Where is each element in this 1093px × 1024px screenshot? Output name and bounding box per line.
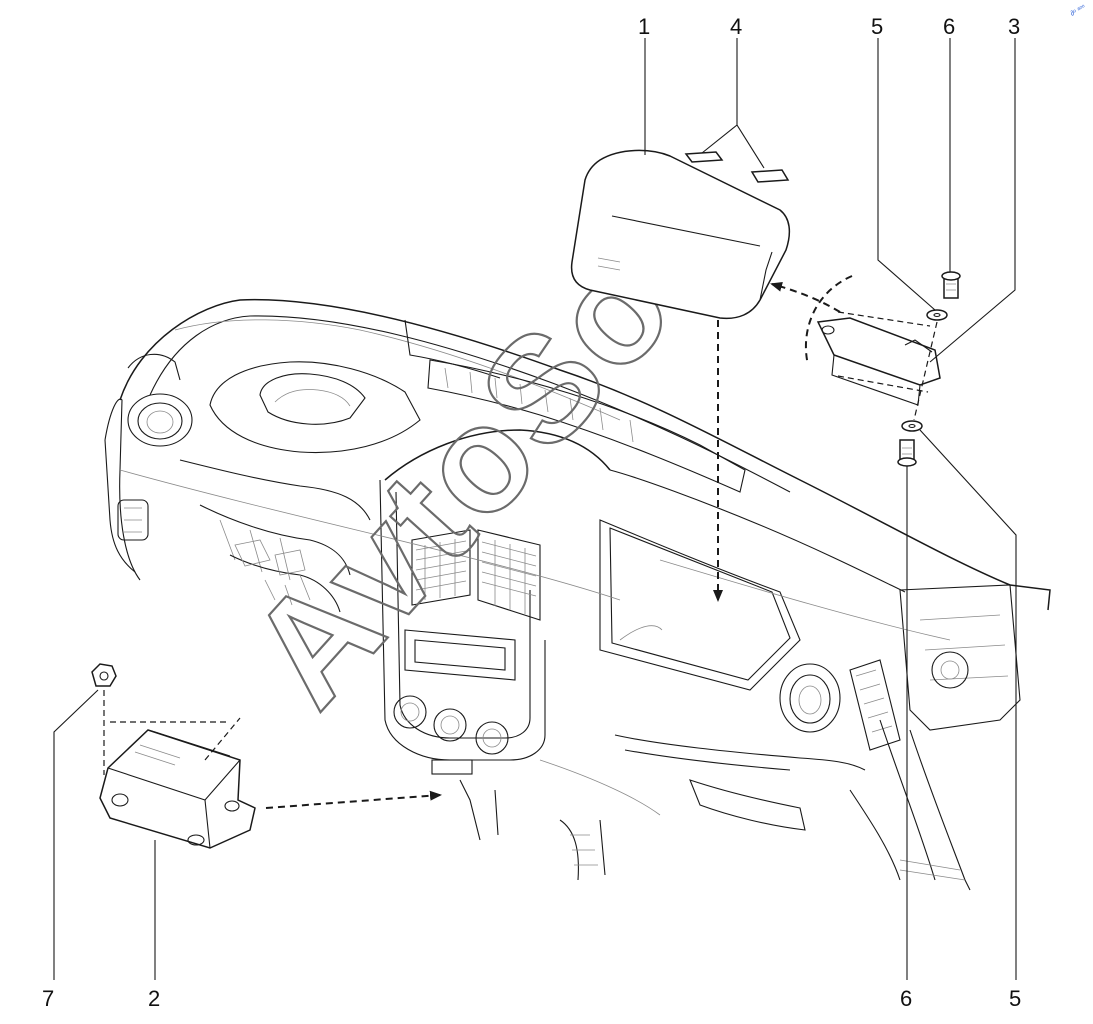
label-strips	[684, 151, 790, 183]
lower-washer	[901, 420, 923, 432]
dashboard-drawing	[104, 298, 1051, 891]
lower-bolt	[897, 439, 917, 467]
callout-numbers: 1 4 5 6 3 7 2 6 5	[42, 14, 1021, 1011]
mounting-nut	[91, 663, 117, 687]
leader-lines	[53, 38, 1017, 980]
upper-washer	[926, 309, 948, 321]
callout-6-bottom: 6	[900, 986, 912, 1011]
assembly-arrows	[103, 275, 938, 809]
callout-6-top: 6	[943, 14, 955, 39]
mounting-bracket	[816, 311, 941, 406]
callout-5-top: 5	[871, 14, 883, 39]
callout-7: 7	[42, 986, 54, 1011]
callout-1: 1	[638, 14, 650, 39]
callout-4: 4	[730, 14, 742, 39]
callout-3: 3	[1008, 14, 1020, 39]
control-module	[99, 717, 256, 849]
corner-mark: ∂ᵒ ᵃᵒᵒ	[1070, 4, 1088, 18]
upper-bolt	[941, 271, 961, 299]
callout-2: 2	[148, 986, 160, 1011]
airbag-module	[570, 149, 791, 320]
callout-5-bottom: 5	[1009, 986, 1021, 1011]
